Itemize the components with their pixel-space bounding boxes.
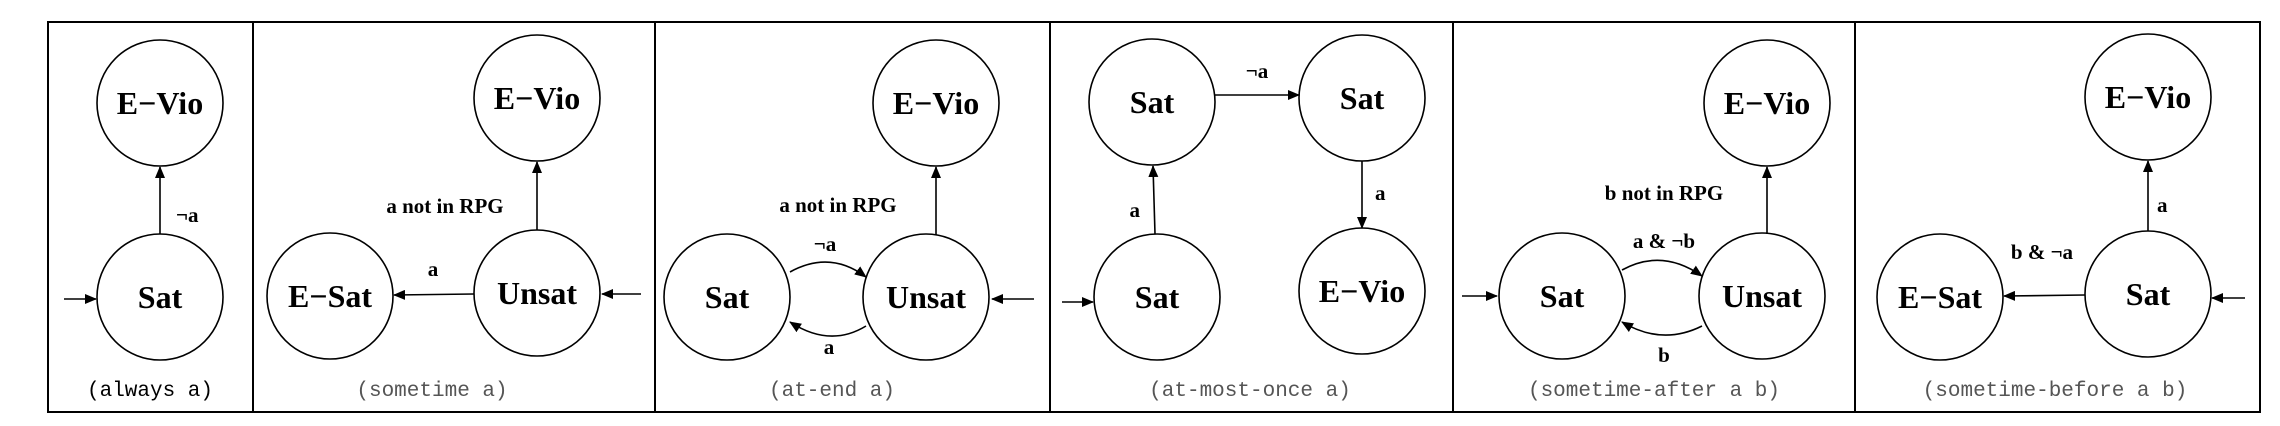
- state-label: Sat: [2126, 276, 2171, 312]
- state-label: Sat: [705, 279, 750, 315]
- state-label: Sat: [1340, 80, 1385, 116]
- transition-arrow: [1621, 321, 1703, 336]
- transition-label: b: [1658, 343, 1670, 367]
- transition-arrow: [789, 261, 867, 278]
- state-label: E−Vio: [893, 85, 979, 121]
- state-label: E−Vio: [1319, 273, 1405, 309]
- state-label: E−Sat: [1898, 279, 1982, 315]
- transition-label: a not in RPG: [779, 193, 896, 217]
- state-label: E−Sat: [288, 278, 372, 314]
- state-label: Sat: [1130, 84, 1175, 120]
- panel-sometime: E−Vio E−Sat Unsat a not in RPG a (someti…: [266, 34, 641, 403]
- transition-arrow: [393, 289, 475, 300]
- state-unsat: [1698, 232, 1826, 360]
- state-sat: [663, 233, 791, 361]
- state-sat: [1088, 38, 1216, 166]
- panel-at-most-once: Sat Sat Sat E−Vio ¬a a a (at-most-once a…: [1062, 34, 1426, 403]
- diagram-frame: [47, 21, 2261, 413]
- panel-caption: (always a): [87, 380, 213, 403]
- state-label: E−Vio: [1724, 85, 1810, 121]
- panel-caption: (sometime-after a b): [1528, 380, 1780, 403]
- transition-label: a: [2157, 193, 2168, 217]
- transition-label: a: [1375, 181, 1386, 205]
- state-sat: [1498, 232, 1626, 360]
- state-label: Sat: [1540, 278, 1585, 314]
- panel-caption: (at-end a): [769, 380, 895, 403]
- transition-label: ¬a: [1246, 59, 1269, 83]
- state-label: E−Vio: [494, 80, 580, 116]
- state-e-sat: [1876, 233, 2004, 361]
- transition-arrow: [1148, 165, 1159, 235]
- panel-at-end: E−Vio Sat Unsat a not in RPG ¬a a (at-en…: [663, 39, 1034, 403]
- panel-sometime-after: E−Vio Sat Unsat b not in RPG a & ¬b b (s…: [1462, 39, 1831, 403]
- transition-label: a: [824, 335, 835, 359]
- panel-sometime-before: E−Vio E−Sat Sat a b & ¬a (sometime-befor…: [1876, 33, 2245, 403]
- transition-label: ¬a: [814, 232, 837, 256]
- state-label: E−Vio: [117, 85, 203, 121]
- transition-label: a: [1130, 198, 1141, 222]
- panel-always: E−Vio Sat ¬a (always a): [64, 39, 224, 403]
- state-sat: [1093, 233, 1221, 361]
- panel-caption: (sometime a): [356, 380, 507, 403]
- transition-arrow: [2003, 290, 2086, 301]
- transition-arrow: [1621, 259, 1703, 277]
- transition-label: a not in RPG: [386, 194, 503, 218]
- transition-label: ¬a: [176, 203, 199, 227]
- transition-label: a & ¬b: [1633, 229, 1695, 253]
- state-label: Unsat: [497, 275, 577, 311]
- state-label: Unsat: [886, 279, 966, 315]
- state-label: Sat: [1135, 279, 1180, 315]
- state-label: Sat: [138, 279, 183, 315]
- transition-label: b not in RPG: [1605, 181, 1723, 205]
- state-label: Unsat: [1722, 278, 1802, 314]
- state-label: E−Vio: [2105, 79, 2191, 115]
- state-unsat: [862, 233, 990, 361]
- transition-arrow: [789, 321, 867, 337]
- transition-label: b & ¬a: [2011, 240, 2074, 264]
- transition-label: a: [428, 257, 439, 281]
- state-e-sat: [266, 232, 394, 360]
- panel-caption: (sometime-before a b): [1923, 380, 2188, 403]
- panel-caption: (at-most-once a): [1149, 380, 1351, 403]
